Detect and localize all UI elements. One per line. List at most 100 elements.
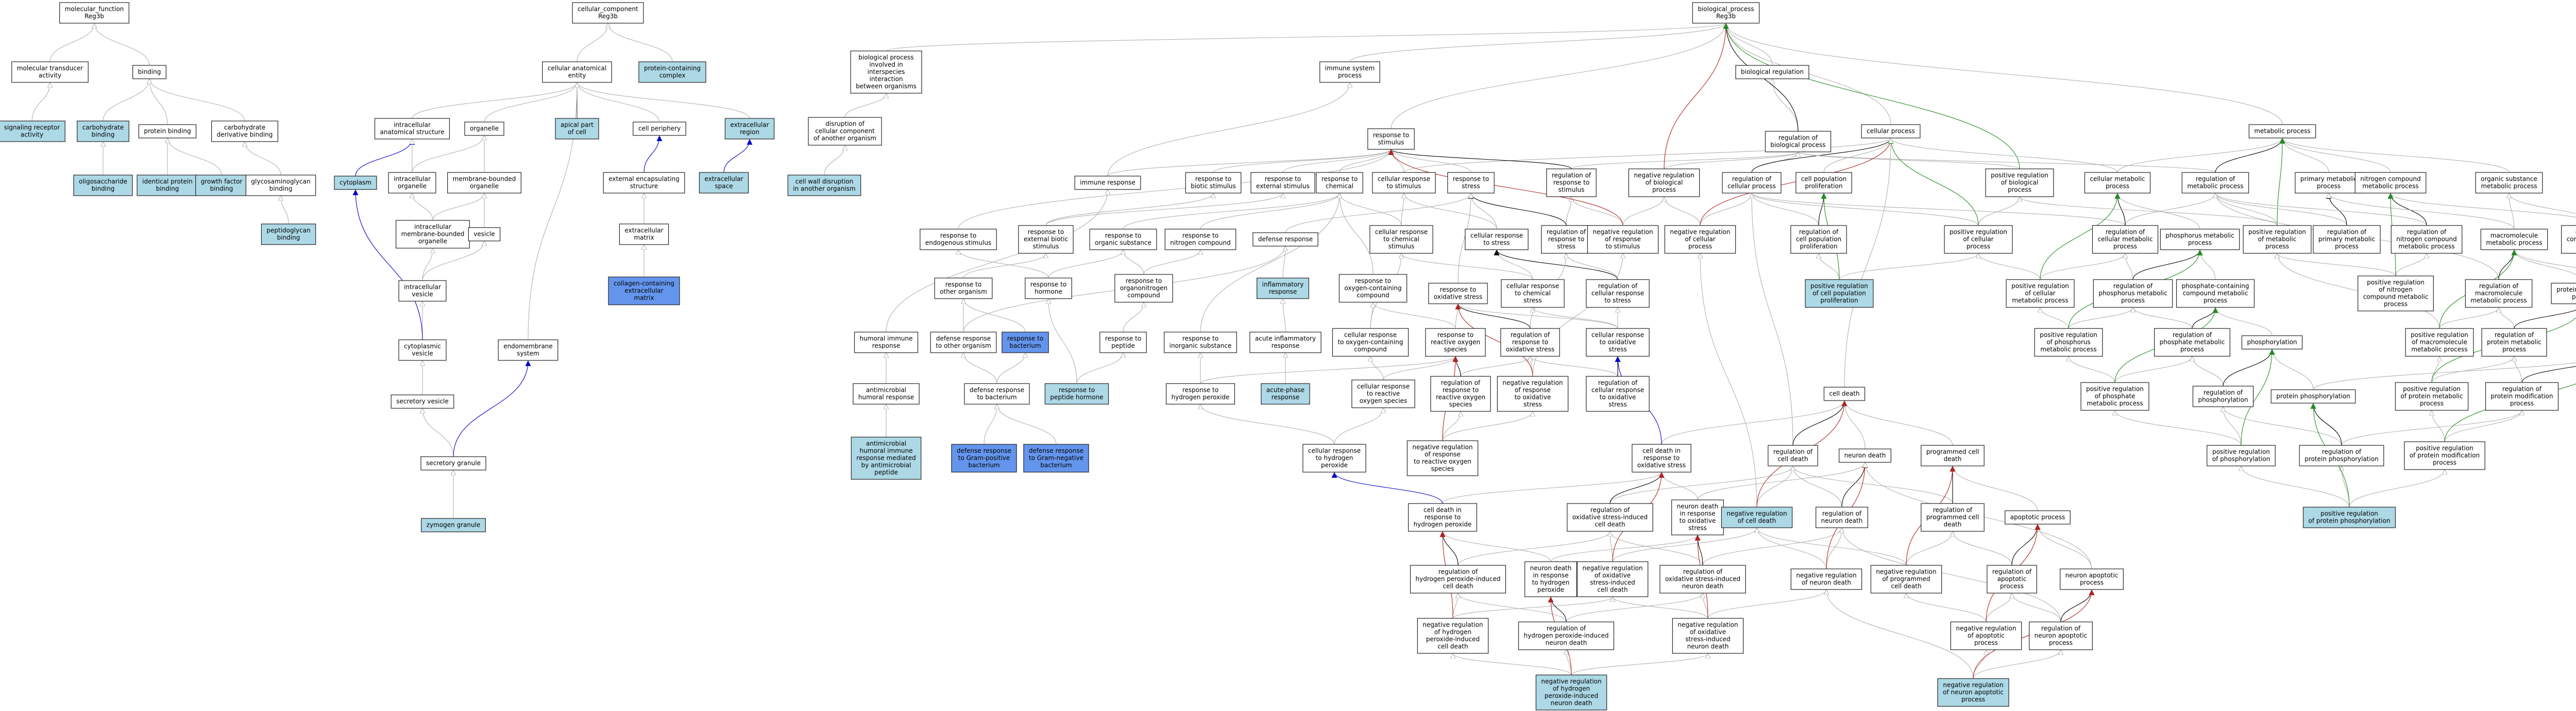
relation-edge [1610, 531, 1703, 566]
node-label-line: death [1944, 521, 1962, 528]
node-label-line: macromolecule [2490, 232, 2538, 239]
relation-edge [1752, 193, 1979, 226]
node-label-line: cellular response [1506, 283, 1559, 290]
relation-edge [1566, 253, 1618, 280]
node-label-line: complex [659, 72, 686, 79]
node-label-line: regulation of [1992, 568, 2032, 576]
node-box [1185, 172, 1242, 194]
relation-edge [2509, 193, 2576, 214]
node-label-line: regulation of [1598, 379, 1638, 387]
node-label-line: hormone [1035, 288, 1062, 296]
relation-edge [2282, 137, 2329, 173]
node-box [1768, 445, 1818, 466]
relation-edge [1388, 149, 1572, 169]
node-label-line: involved in [869, 61, 903, 68]
node-label-line: response to [1425, 514, 1461, 521]
relation-edge [2223, 407, 2242, 446]
node-box [1372, 172, 1436, 194]
node-box [391, 394, 454, 409]
node-label-line: extracellular [704, 176, 743, 183]
node-label-line: Reg3b [84, 13, 104, 20]
node-label-line: primary metabolic [2300, 176, 2357, 183]
go-term-node: immune response [1074, 176, 1141, 190]
relation-edge [2117, 137, 2282, 173]
node-box [808, 117, 882, 146]
node-label-line: peroxide-induced [1426, 636, 1480, 643]
node-label-line: neuron death [1546, 639, 1587, 647]
node-label-line: regulation of [1683, 568, 1723, 576]
relation-edge [1468, 193, 1567, 226]
node-label-line: of biological [1646, 179, 1683, 186]
node-label-line: to chemical [1515, 290, 1551, 297]
relation-edge [49, 23, 94, 62]
relation-edge [2387, 193, 2427, 226]
node-label-line: to hydrogen [1532, 579, 1570, 586]
node-label-line: intracellular [394, 122, 431, 129]
node-label-line: regulation of [1933, 507, 1973, 514]
node-label-line: in response [1680, 510, 1715, 517]
go-term-node: zymogen granule [421, 518, 486, 532]
relation-edge [723, 138, 753, 173]
node-label-line: oxygen species [1360, 397, 1407, 405]
relation-edge [2215, 137, 2285, 173]
relation-edge [2241, 349, 2275, 446]
node-box [1790, 225, 1847, 254]
node-label-line: metabolic process [2411, 346, 2467, 353]
node-label-line: positive regulation [2411, 332, 2468, 339]
relation-edge [1700, 137, 1894, 226]
node-label-line: membrane-bounded [401, 231, 465, 238]
node-box [555, 118, 599, 140]
relation-edge [844, 93, 886, 118]
relation-edge [484, 82, 577, 123]
node-label-line: external stimulus [1256, 183, 1310, 190]
node-label-line: cellular metabolic [2090, 176, 2145, 183]
relation-edge [1076, 352, 1123, 384]
node-label-line: of phosphorus [2046, 339, 2091, 346]
node-label-line: process [2113, 243, 2137, 250]
node-label-line: negative regulation [1502, 379, 1563, 387]
node-label-line: humoral response [858, 394, 914, 401]
relation-edge [2011, 524, 2041, 566]
node-label-line: stress-induced [1590, 579, 1635, 586]
node-label-line: derivative binding [217, 131, 273, 138]
relation-edge [1458, 303, 1618, 329]
relation-edge [1906, 593, 1987, 622]
node-box [1410, 565, 1506, 594]
node-box [964, 383, 1030, 405]
node-label-line: process [2204, 297, 2227, 304]
node-label-line: metabolic process [2254, 128, 2310, 135]
node-label-line: regulation of [1590, 507, 1630, 514]
node-box [1018, 225, 1074, 254]
node-box [261, 223, 316, 245]
node-label-line: hydrogen peroxide [1172, 394, 1230, 401]
relation-edge [1700, 253, 1757, 508]
node-label-line: negative regulation [1582, 565, 1642, 572]
node-box [1524, 561, 1577, 597]
relation-edge [2040, 253, 2125, 280]
node-label-line: process [2000, 583, 2024, 590]
node-box [1790, 568, 1862, 590]
node-label-line: cellular metabolic [2097, 236, 2153, 243]
node-label-line: cell death [1437, 643, 1468, 650]
node-label-line: extracellular [624, 227, 663, 234]
node-label-line: response to [1182, 232, 1218, 239]
relation-edge [1842, 528, 2061, 622]
node-label-line: signaling receptor [4, 124, 60, 131]
go-term-node: secretory vesicle [391, 394, 454, 409]
node-label-line: of biological [2001, 179, 2039, 186]
